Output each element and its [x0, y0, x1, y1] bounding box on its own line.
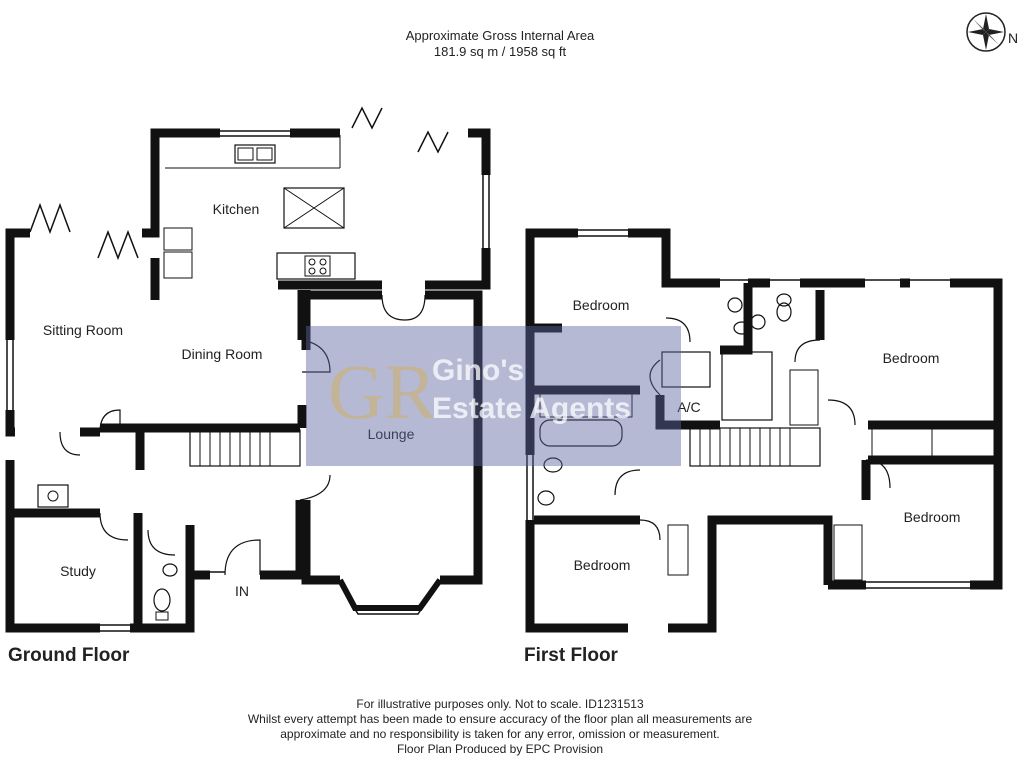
disclaimer-line3: approximate and no responsibility is tak…: [280, 727, 720, 741]
first-floor-plan: [525, 228, 1003, 633]
room-labels: Kitchen Sitting Room Dining Room Lounge …: [43, 201, 960, 599]
watermark-panel: [306, 326, 681, 466]
room-label-bedroom-3: Bedroom: [904, 509, 961, 525]
entrance-label: IN: [235, 583, 249, 599]
watermark-text: Gino's Estate Agents: [432, 352, 631, 428]
room-label-bedroom-2: Bedroom: [883, 350, 940, 366]
room-label-study: Study: [60, 563, 96, 579]
disclaimer-line2: Whilst every attempt has been made to en…: [247, 712, 753, 726]
room-label-airing-cupboard: A/C: [677, 399, 700, 415]
room-label-dining-room: Dining Room: [182, 346, 263, 362]
room-label-lounge: Lounge: [368, 426, 415, 442]
compass-rose-icon: [966, 12, 1006, 52]
ground-floor-plan: [5, 106, 491, 633]
compass-north-label: N: [1008, 30, 1019, 46]
floor-label-first: First Floor: [524, 645, 619, 666]
disclaimer-line4: Floor Plan Produced by EPC Provision: [396, 742, 604, 756]
disclaimer-line1: For illustrative purposes only. Not to s…: [356, 697, 644, 711]
area-title: Approximate Gross Internal Area: [405, 28, 595, 43]
watermark-line1: Gino's: [432, 354, 525, 387]
watermark-line2: Estate Agents: [432, 392, 631, 425]
room-label-kitchen: Kitchen: [213, 201, 260, 217]
room-label-bedroom-4: Bedroom: [574, 557, 631, 573]
room-label-sitting-room: Sitting Room: [43, 322, 123, 338]
watermark-logo-text: GR: [328, 348, 432, 435]
room-label-bedroom-1: Bedroom: [573, 297, 630, 313]
disclaimer: For illustrative purposes only. Not to s…: [0, 697, 1000, 757]
compass: [964, 10, 1020, 54]
watermark-logo: GR: [322, 338, 436, 456]
floor-label-ground: Ground Floor: [8, 645, 130, 666]
area-value: 181.9 sq m / 1958 sq ft: [433, 44, 567, 59]
